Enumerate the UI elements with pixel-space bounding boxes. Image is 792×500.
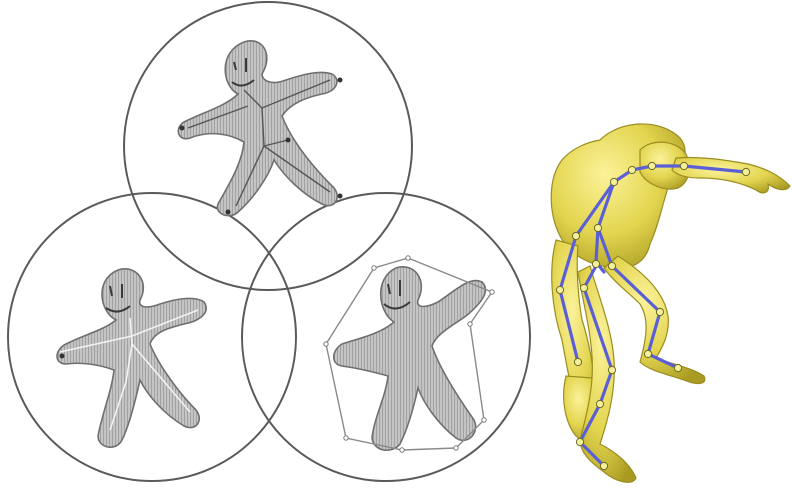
axis-endpoint-left <box>60 354 65 359</box>
